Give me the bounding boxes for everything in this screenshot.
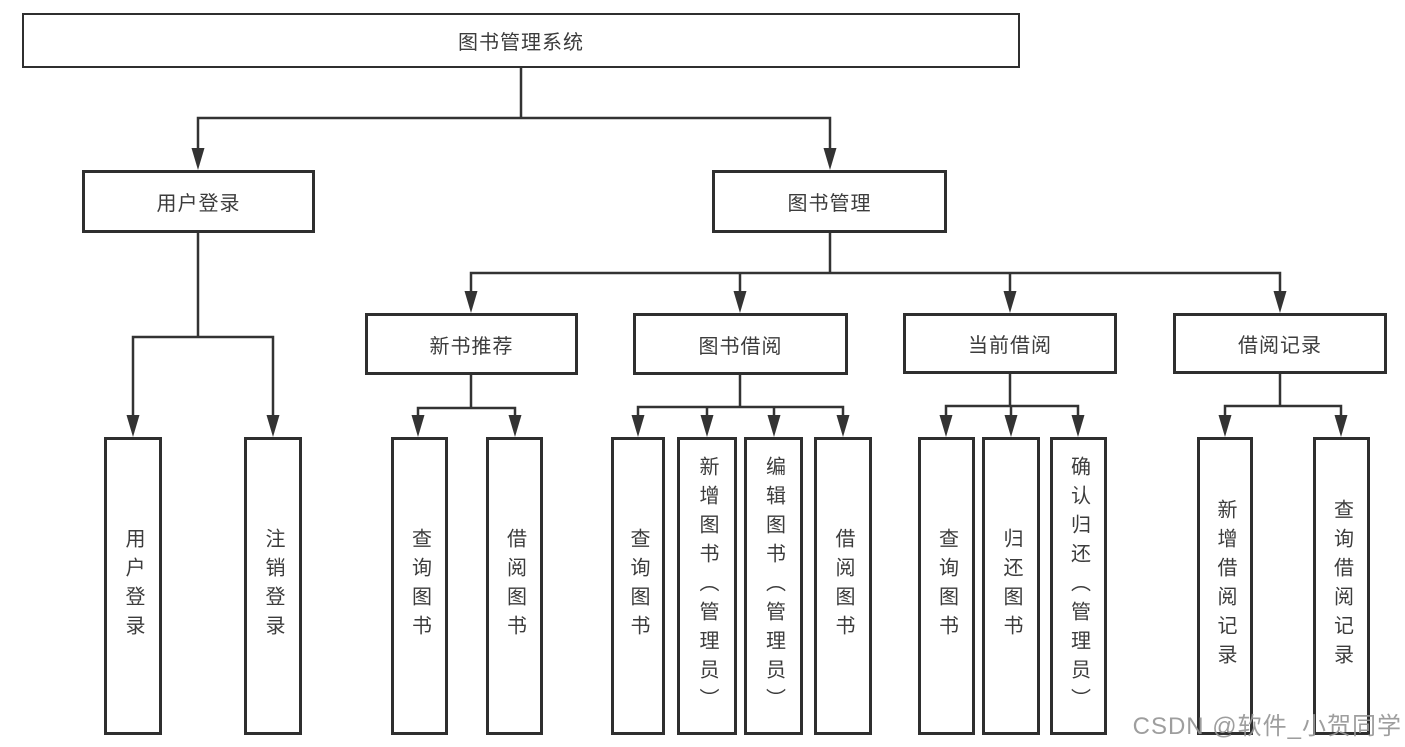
leaf-add-borrow-record: 新增借阅记录 bbox=[1197, 437, 1253, 735]
connector-userlogin-arm bbox=[131, 335, 275, 417]
node-new-book-recommend: 新书推荐 bbox=[365, 313, 578, 375]
node-root: 图书管理系统 bbox=[22, 13, 1020, 68]
connector-bookmgmt-arm bbox=[469, 271, 1282, 293]
leaf-logout: 注销登录 bbox=[244, 437, 302, 735]
leaf-query-books-borrow-label: 查询图书 bbox=[627, 528, 649, 644]
node-new-book-recommend-label: 新书推荐 bbox=[429, 335, 514, 358]
connector-recommend-arm bbox=[416, 406, 517, 417]
leaf-return-books: 归还图书 bbox=[982, 437, 1040, 735]
connector-borrow-arm bbox=[636, 405, 845, 417]
leaf-borrow-books-recommend-label: 借阅图书 bbox=[503, 528, 526, 644]
leaf-add-books-admin-label: 新增图书（管理员） bbox=[696, 455, 718, 717]
leaf-confirm-return-admin-label: 确认归还（管理员） bbox=[1067, 455, 1090, 717]
connector-root-arm bbox=[196, 116, 832, 150]
arrowhead-bookmgmt bbox=[823, 148, 837, 170]
leaf-user-login: 用户登录 bbox=[104, 437, 162, 735]
leaf-user-login-label: 用户登录 bbox=[122, 528, 144, 644]
arrowhead-recommend bbox=[464, 291, 478, 313]
arrowhead-records bbox=[1273, 291, 1287, 313]
leaf-query-books-current: 查询图书 bbox=[918, 437, 975, 735]
leaf-query-books-borrow: 查询图书 bbox=[611, 437, 665, 735]
node-current-borrow: 当前借阅 bbox=[903, 313, 1117, 374]
arrowhead-leaf-logout bbox=[266, 415, 280, 437]
csdn-watermark: CSDN @软件_小贺同学 bbox=[1132, 713, 1402, 740]
node-current-borrow-label: 当前借阅 bbox=[968, 335, 1052, 357]
arrowhead-leaf-add-record bbox=[1218, 415, 1232, 437]
arrowhead-leaf-return-books bbox=[1004, 415, 1018, 437]
connector-records-arm bbox=[1223, 404, 1343, 417]
node-book-management-label: 图书管理 bbox=[787, 193, 872, 215]
leaf-confirm-return-admin: 确认归还（管理员） bbox=[1050, 437, 1107, 735]
leaf-edit-books-admin: 编辑图书（管理员） bbox=[744, 437, 803, 735]
leaf-logout-label: 注销登录 bbox=[262, 528, 284, 644]
leaf-query-books-recommend-label: 查询图书 bbox=[408, 528, 431, 644]
leaf-add-borrow-record-label: 新增借阅记录 bbox=[1214, 499, 1236, 673]
leaf-query-books-recommend: 查询图书 bbox=[391, 437, 448, 735]
leaf-edit-books-admin-label: 编辑图书（管理员） bbox=[762, 455, 785, 717]
arrowhead-leaf-borrow-recommend bbox=[508, 415, 522, 437]
leaf-borrow-books-recommend: 借阅图书 bbox=[486, 437, 543, 735]
leaf-add-books-admin: 新增图书（管理员） bbox=[677, 437, 737, 735]
node-book-borrow: 图书借阅 bbox=[633, 313, 848, 375]
arrowhead-leaf-query-borrow bbox=[631, 415, 645, 437]
node-book-management: 图书管理 bbox=[712, 170, 947, 233]
arrowhead-leaf-borrow-books bbox=[836, 415, 850, 437]
leaf-query-borrow-record: 查询借阅记录 bbox=[1313, 437, 1370, 735]
arrowhead-borrow bbox=[733, 291, 747, 313]
arrowhead-leaf-user-login bbox=[126, 415, 140, 437]
node-borrow-records: 借阅记录 bbox=[1173, 313, 1387, 374]
arrowhead-leaf-query-current bbox=[939, 415, 953, 437]
node-user-login-label: 用户登录 bbox=[156, 193, 241, 215]
arrowhead-leaf-query-record bbox=[1334, 415, 1348, 437]
connector-current-arm bbox=[944, 404, 1080, 417]
leaf-borrow-books: 借阅图书 bbox=[814, 437, 872, 735]
node-root-label: 图书管理系统 bbox=[458, 32, 584, 54]
arrowhead-leaf-query-recommend bbox=[411, 415, 425, 437]
leaf-return-books-label: 归还图书 bbox=[1000, 528, 1022, 644]
node-borrow-records-label: 借阅记录 bbox=[1238, 335, 1322, 357]
arrowhead-leaf-add-books bbox=[700, 415, 714, 437]
arrowhead-leaf-confirm-return bbox=[1071, 415, 1085, 437]
leaf-borrow-books-label: 借阅图书 bbox=[832, 528, 854, 644]
arrowhead-current bbox=[1003, 291, 1017, 313]
leaf-query-books-current-label: 查询图书 bbox=[935, 528, 958, 644]
arrowhead-leaf-edit-books bbox=[767, 415, 781, 437]
node-book-borrow-label: 图书借阅 bbox=[698, 335, 783, 358]
leaf-query-borrow-record-label: 查询借阅记录 bbox=[1330, 499, 1353, 673]
arrowhead-userlogin bbox=[191, 148, 205, 170]
node-user-login: 用户登录 bbox=[82, 170, 315, 233]
